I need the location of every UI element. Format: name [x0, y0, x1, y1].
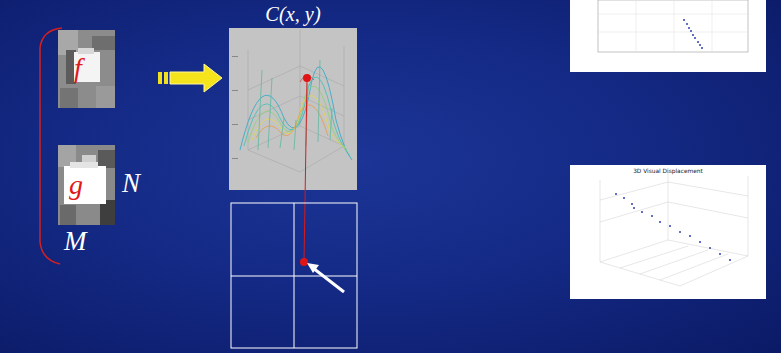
trajectory-chart-top — [570, 0, 766, 72]
pointer-line — [304, 78, 307, 262]
displacement-arrow — [307, 263, 344, 292]
image-patch: g — [58, 145, 115, 225]
dimension-label: N — [122, 170, 140, 197]
function-symbol: f — [74, 54, 82, 82]
dimension-label: M — [64, 228, 87, 255]
image-patch: f — [58, 30, 115, 108]
image-patch-g — [58, 145, 115, 225]
peak-dot — [303, 74, 311, 82]
yellow-arrow — [158, 64, 222, 92]
pixel-grid — [231, 203, 357, 348]
chart-panel: 3D Visual Displacement — [570, 165, 766, 299]
surface-plot — [229, 28, 357, 190]
image-patch-f — [58, 30, 115, 108]
trajectory-chart-3d — [570, 165, 766, 299]
surface-plot-box: C(x, y) — [229, 0, 357, 190]
subpixel-dot — [300, 258, 308, 266]
plot-title: 3D Visual Displacement — [570, 169, 766, 175]
function-symbol: g — [69, 171, 83, 199]
plot-title: C(x, y) — [229, 4, 357, 24]
